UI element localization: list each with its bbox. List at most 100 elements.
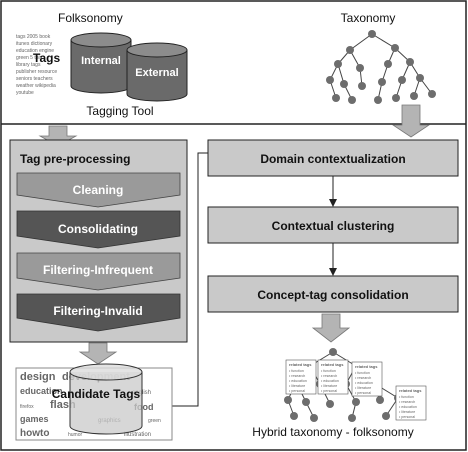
related-tags-item: • education [321,379,339,383]
tree-node [406,58,414,66]
tree-node [290,412,298,420]
tree-node [368,30,376,38]
related-tags-box: related tags • function• research• educat… [351,361,383,397]
related-tags-item: • function [399,395,414,399]
flow-step-label: Domain contextualization [260,152,405,166]
candidate-database-icon [69,363,143,435]
contextual-clustering-box [207,206,459,244]
tree-node [374,96,382,104]
related-tags-item: • research [355,376,371,380]
tree-node [334,60,342,68]
tree-node [340,80,348,88]
related-tags-box: related tags • function• research• educat… [395,385,427,421]
cloud-word: youtube [16,90,34,96]
hybrid-tree-graphic: related tags• function• research• educat… [284,348,427,422]
tree-node [358,82,366,90]
hybrid-down-arrow [311,313,351,343]
preprocessing-step-label: Consolidating [58,222,138,236]
tree-node [348,414,356,422]
candidate-cloud-word: food [134,402,154,412]
related-tags-item: • function [321,369,336,373]
preprocessing-title: Tag pre-processing [20,152,130,166]
folksonomy-title: Folksonomy [58,11,123,25]
related-tags-item: • personal [355,391,371,395]
tree-edge [371,33,396,49]
tree-node [378,78,386,86]
preprocessing-step-label: Filtering-Invalid [53,304,142,318]
cloud-word: weather wikipedia [16,83,56,89]
tree-node [376,396,384,404]
candidate-cloud-word: education [20,386,63,396]
flow-step-label: Concept-tag consolidation [257,288,408,302]
tree-node [352,398,360,406]
related-tags-item: • function [289,369,304,373]
taxonomy-down-arrow [391,104,431,138]
related-tags-box: related tags • function• research• educat… [317,359,349,395]
preprocessing-step-filtering-infrequent: Filtering-Infrequent [16,252,181,291]
tree-node [326,76,334,84]
hybrid-label: Hybrid taxonomy - folksonomy [252,425,413,439]
internal-database-icon [70,32,132,94]
tree-node [384,60,392,68]
related-tags-item: • research [399,400,415,404]
tree-node [382,412,390,420]
tree-node [392,94,400,102]
related-tags-item: • education [399,405,417,409]
tags-label: Tags [33,51,60,65]
cloud-word: education engine [16,48,54,54]
internal-label: Internal [81,55,121,67]
related-tags-item: • personal [399,415,415,419]
related-tags-item: • literature [289,384,305,388]
tree-node [302,398,310,406]
flow-step-label: Contextual clustering [272,219,395,233]
related-tags-item: • education [355,381,373,385]
candidate-cloud-word: humor [68,432,83,438]
preprocessing-step-filtering-invalid: Filtering-Invalid [16,293,181,332]
candidate-cloud-word: green [148,418,161,424]
related-tags-item: • function [355,371,370,375]
tree-node [391,44,399,52]
preprocessing-step-cleaning: Cleaning [16,172,181,208]
related-tags-item: • literature [355,386,371,390]
related-tags-title: related tags [289,362,312,367]
related-tags-title: related tags [399,388,422,393]
related-tags-item: • literature [321,384,337,388]
tree-node [326,400,334,408]
tree-node [332,94,340,102]
related-tags-item: • research [321,374,337,378]
candidate-cloud-word: howto [20,428,49,439]
tagging-tool-label: Tagging Tool [86,104,153,118]
external-database-icon [126,42,188,102]
taxonomy-title: Taxonomy [341,11,396,25]
related-tags-item: • personal [321,389,337,393]
tree-node [356,64,364,72]
cloud-word: publisher resource [16,69,57,75]
cloud-word: seniors teachers [16,76,53,82]
cloud-word: library tags [16,62,41,68]
tree-node [310,414,318,422]
cloud-word: green 5 this [16,55,43,61]
candidate-cloud-word: firefox [20,404,34,410]
tree-node [346,46,354,54]
related-tags-title: related tags [321,362,344,367]
related-tags-item: • personal [289,389,305,393]
tree-node [398,76,406,84]
candidate-cloud-word: design [20,371,56,383]
tree-node [284,396,292,404]
tree-edge [349,33,373,51]
preprocessing-step-label: Cleaning [73,183,124,197]
preprocessing-step-consolidating: Consolidating [16,210,181,249]
tree-node [329,348,337,356]
related-tags-title: related tags [355,364,378,369]
cloud-word: tags 2005 book [16,34,51,40]
flow-arrowhead [329,268,337,276]
related-tags-item: • research [289,374,305,378]
flow-arrowhead [329,199,337,207]
candidate-cloud-word: illustration [124,432,151,438]
external-label: External [135,67,178,79]
tree-node [416,74,424,82]
cloud-word: itunes dictionary [16,41,53,47]
